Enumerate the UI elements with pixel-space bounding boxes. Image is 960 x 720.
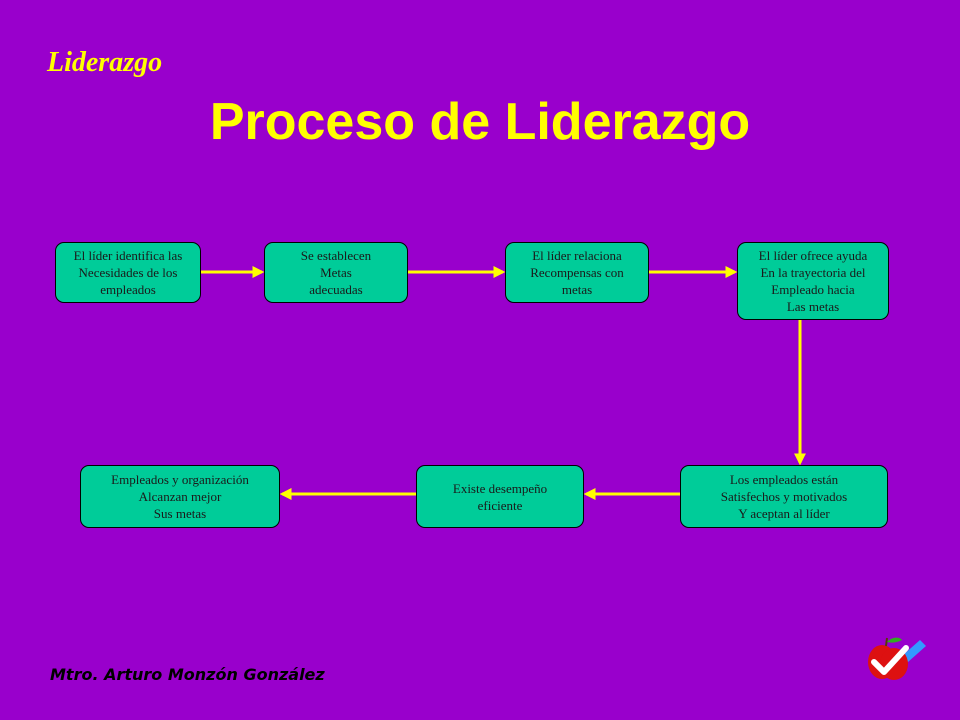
author-footer: Mtro. Arturo Monzón González xyxy=(50,665,325,684)
step-efficient-performance: Existe desempeño eficiente xyxy=(416,465,584,528)
step-goals-achieved: Empleados y organización Alcanzan mejor … xyxy=(80,465,280,528)
step-identify-needs: El líder identifica las Necesidades de l… xyxy=(55,242,201,303)
apple-checkmark-icon xyxy=(868,637,926,680)
step-employees-satisfied: Los empleados están Satisfechos y motiva… xyxy=(680,465,888,528)
step-offer-help: El líder ofrece ayuda En la trayectoria … xyxy=(737,242,889,320)
slide-kicker: Liderazgo xyxy=(47,47,163,78)
step-link-rewards: El líder relaciona Recompensas con metas xyxy=(505,242,649,303)
slide-title: Proceso de Liderazgo xyxy=(209,93,751,151)
step-set-goals: Se establecen Metas adecuadas xyxy=(264,242,408,303)
